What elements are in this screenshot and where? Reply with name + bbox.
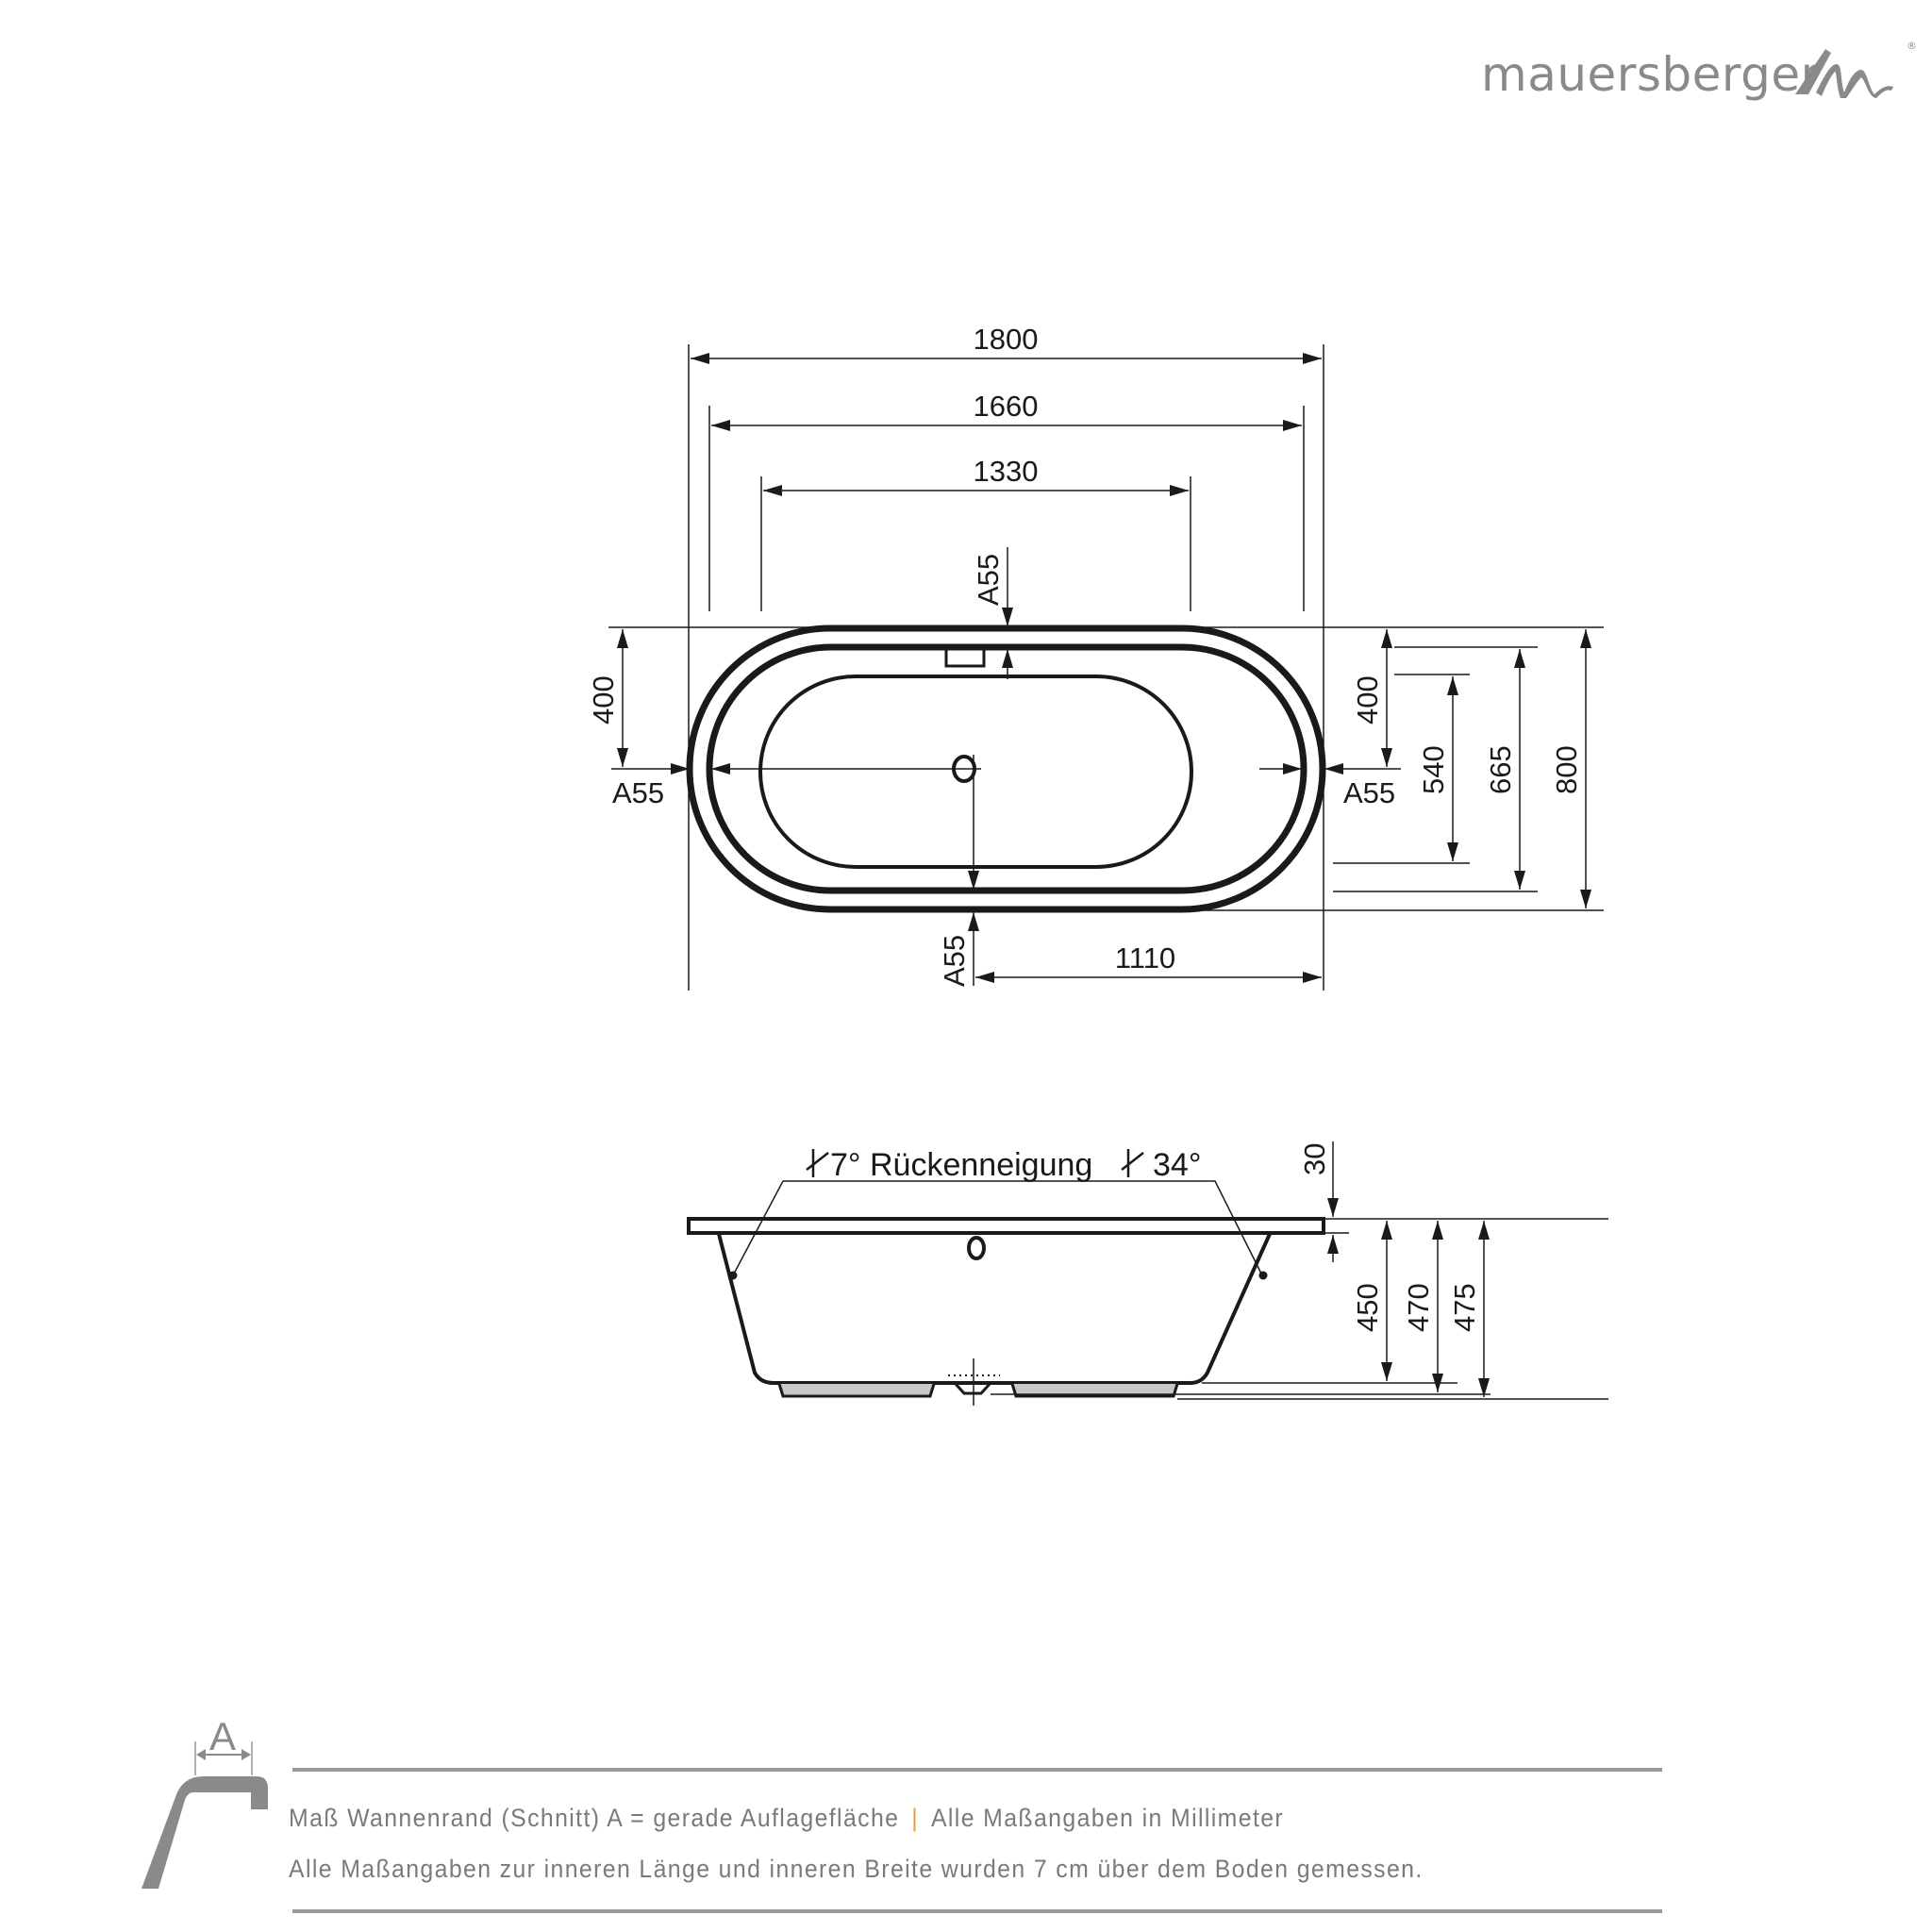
label-1800: 1800	[974, 323, 1039, 356]
side-rim	[687, 1217, 1325, 1235]
registered-mark: ®	[1907, 40, 1917, 52]
brand-m-icon: ®	[1795, 40, 1917, 98]
brand-logo: mauersberger ®	[1472, 36, 1924, 111]
label-right-angle: 34°	[1153, 1147, 1201, 1183]
overflow-side	[967, 1236, 986, 1260]
label-30: 30	[1298, 1143, 1331, 1175]
back-slope-right	[783, 1180, 1263, 1276]
side-body	[717, 1233, 1272, 1385]
label-a55-right: A55	[1343, 776, 1395, 809]
label-1330: 1330	[974, 455, 1039, 488]
label-665: 665	[1484, 745, 1517, 794]
label-a55-left: A55	[612, 776, 664, 809]
brand-wordmark: mauersberger	[1481, 47, 1821, 102]
overflow	[944, 647, 986, 668]
label-400-right: 400	[1351, 675, 1384, 724]
side-view	[687, 1141, 1608, 1406]
foot-left	[777, 1383, 936, 1398]
rim-symbol-label: A	[209, 1714, 236, 1758]
rim-section-symbol: A	[142, 1714, 268, 1889]
foot-right	[1010, 1383, 1179, 1398]
label-1660: 1660	[974, 390, 1039, 423]
label-left-angle: 7°	[830, 1147, 861, 1183]
label-475: 475	[1448, 1283, 1481, 1332]
label-800: 800	[1550, 745, 1583, 794]
back-slope-left	[732, 1180, 784, 1276]
tub-inner-rim	[706, 643, 1307, 894]
angle-icon	[1121, 1149, 1144, 1177]
tub-basin	[758, 675, 1193, 869]
label-450: 450	[1351, 1283, 1384, 1332]
label-back-slope: Rückenneigung	[870, 1147, 1092, 1183]
label-a55-bottom: A55	[938, 935, 971, 987]
label-540: 540	[1417, 745, 1450, 794]
label-1110: 1110	[1115, 941, 1175, 974]
label-470: 470	[1402, 1283, 1435, 1332]
angle-icon	[806, 1149, 829, 1177]
label-400-left: 400	[587, 675, 620, 724]
label-a55-top: A55	[972, 554, 1005, 606]
top-view	[608, 344, 1604, 991]
drain-trap	[953, 1381, 992, 1395]
